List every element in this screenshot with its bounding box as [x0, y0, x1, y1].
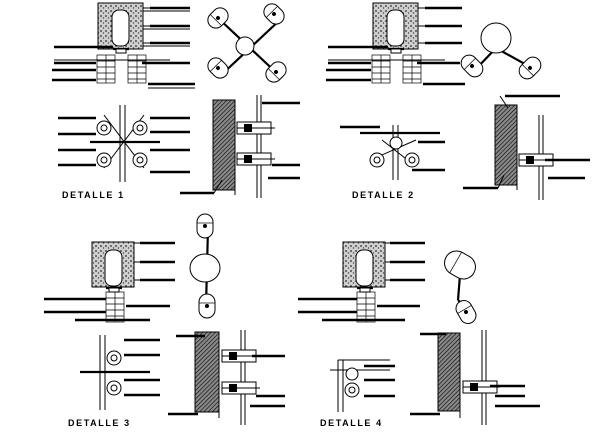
detail-1-side-section [180, 95, 300, 198]
detail-4-spider-fitting [444, 250, 477, 324]
detail-4: DETALLE 4 [298, 241, 540, 428]
detail-1-title: DETALLE 1 [62, 190, 125, 200]
detail-4-anchor-section [298, 241, 425, 323]
detail-3-spider-fitting [189, 213, 221, 319]
detail-1-anchor-section [52, 2, 195, 89]
detail-1-front-view [58, 105, 190, 182]
detail-1-spider-fitting [207, 3, 287, 83]
detail-2-spider-fitting [460, 22, 542, 80]
detail-3-anchor-section [44, 241, 175, 323]
detail-2-title: DETALLE 2 [352, 190, 415, 200]
detail-3-side-section [168, 330, 285, 425]
detail-3-front-view [80, 335, 160, 410]
detail-4-side-section [410, 330, 540, 425]
detail-4-front-view [330, 359, 395, 412]
detail-2-anchor-section [326, 2, 465, 86]
detail-3-title: DETALLE 3 [68, 418, 131, 428]
detail-4-title: DETALLE 4 [320, 418, 383, 428]
detail-2: DETALLE 2 [326, 2, 590, 200]
detail-3: DETALLE 3 [44, 213, 285, 428]
detail-2-side-section [463, 94, 590, 200]
detail-1: DETALLE 1 [52, 2, 300, 200]
detail-2-front-view [340, 125, 445, 180]
